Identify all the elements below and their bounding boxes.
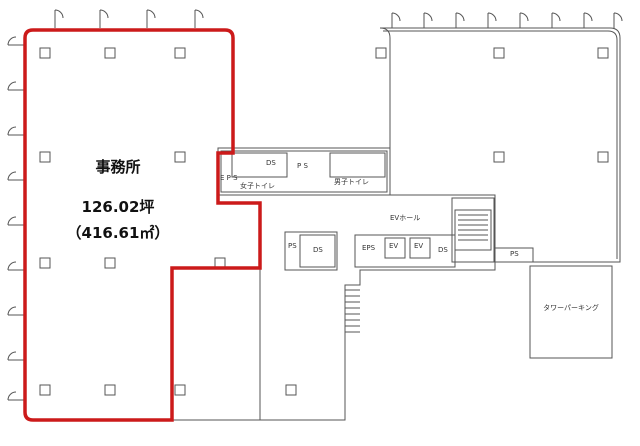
ev1-label: EV xyxy=(389,242,398,250)
tower-parking xyxy=(529,265,613,359)
womens-toilet-label: 女子トイレ xyxy=(240,181,275,190)
ds-mid-label: DS xyxy=(313,246,323,254)
ps-right-label: PS xyxy=(510,250,519,258)
ds-right-label: DS xyxy=(438,246,448,254)
office-area-tsubo: 126.02坪 xyxy=(82,198,155,216)
mens-toilet-label: 男子トイレ xyxy=(334,178,369,186)
columns xyxy=(39,47,609,396)
eps-left-label: E P S xyxy=(220,174,238,182)
tower-parking-label: タワーパーキング xyxy=(543,303,599,312)
office-highlight xyxy=(23,28,262,422)
eps-mid-label: EPS xyxy=(362,244,376,252)
ps-mid-label: PS xyxy=(288,242,297,250)
stairs xyxy=(458,214,488,241)
ev-hall-label: EVホール xyxy=(390,214,420,222)
stairs-lower xyxy=(345,289,360,333)
ps-top-label: P S xyxy=(297,162,308,170)
ds-top-label: DS xyxy=(266,159,276,167)
right-wing-wall xyxy=(379,27,621,263)
office-area-m2: （416.61㎡） xyxy=(67,224,170,242)
ev2-label: EV xyxy=(414,242,423,250)
office-name: 事務所 xyxy=(95,158,140,176)
lower-wall xyxy=(172,262,496,421)
